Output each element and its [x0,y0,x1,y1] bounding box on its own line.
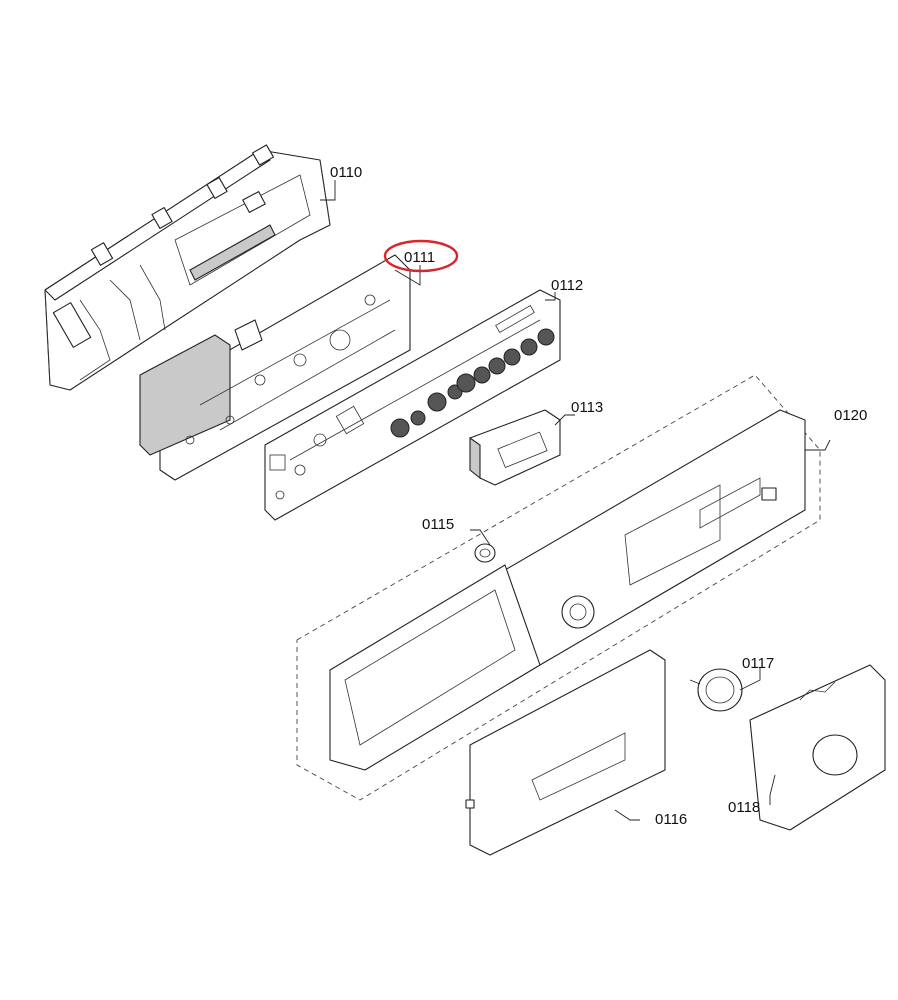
part-0117-knob[interactable] [689,668,743,712]
part-0116-drawer-handle[interactable] [465,649,666,856]
part-0120-front-panel[interactable] [296,374,821,801]
label-0120: 0120 [834,407,867,424]
label-0118: 0118 [728,799,760,816]
part-0112-control-board[interactable] [264,289,561,521]
label-0117: 0117 [742,655,774,672]
part-0113-display-module[interactable] [469,409,561,486]
part-0118-trim-cover[interactable] [749,664,886,831]
label-0111: 0111 [404,249,435,266]
part-0111-power-board[interactable] [139,254,411,481]
part-0115-button[interactable] [474,543,496,563]
label-0113: 0113 [571,399,603,416]
knob-row [390,328,555,438]
label-0112: 0112 [551,277,583,294]
highlight-circle [383,239,459,273]
part-labels: 0110 0111 0112 0113 0120 0115 0117 0116 … [330,164,867,828]
label-0116: 0116 [655,811,687,828]
label-0115: 0115 [422,516,454,533]
leader-lines [320,180,831,821]
part-0110-housing[interactable] [44,144,331,391]
label-0110: 0110 [330,164,362,181]
